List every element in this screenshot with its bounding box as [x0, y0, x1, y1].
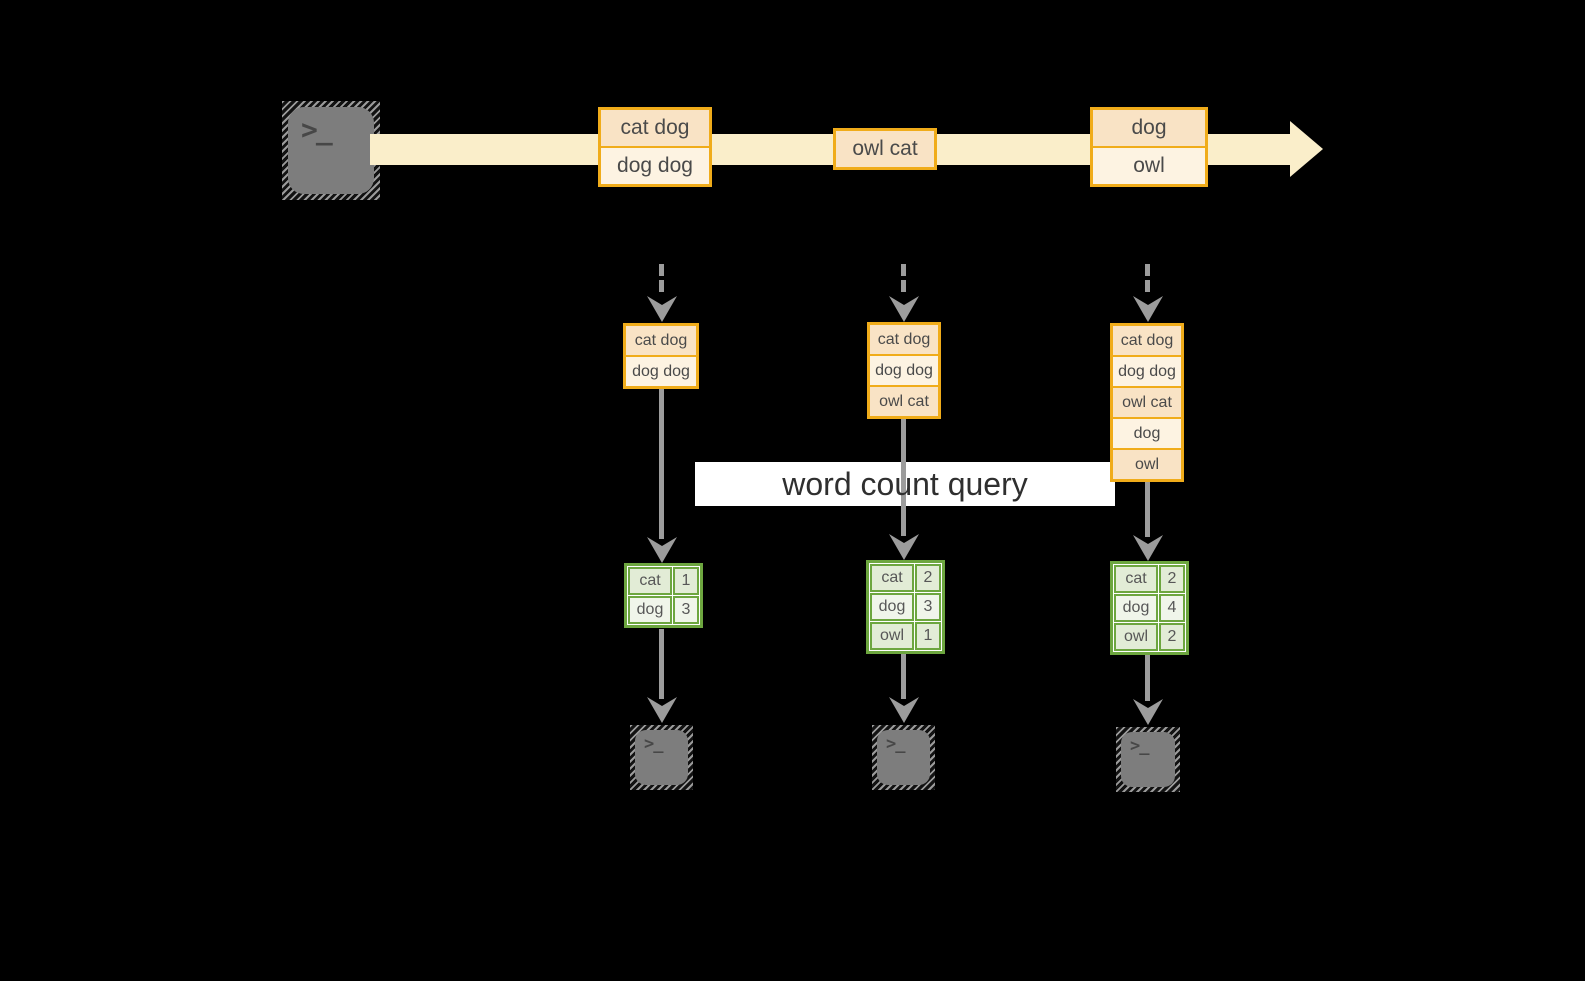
terminal-prompt-icon: >_ [886, 734, 906, 754]
arrow-down-icon [647, 537, 677, 563]
arrow-down-icon [1133, 699, 1163, 725]
count-cell: 2 [915, 564, 941, 592]
arrow-down-icon [889, 296, 919, 322]
word-cell: owl [1114, 623, 1158, 651]
stack-item: owl [1113, 448, 1181, 479]
dashed-arrow-2 [901, 264, 906, 292]
count-cell: 2 [1159, 565, 1185, 593]
dashed-arrow-3 [1145, 264, 1150, 292]
stack-item: dog dog [626, 355, 696, 386]
arrow-table-to-sink-3 [1145, 655, 1150, 701]
word-cell: dog [870, 593, 914, 621]
word-cell: cat [1114, 565, 1158, 593]
terminal-source-icon: >_ [282, 101, 380, 200]
word-cell: dog [628, 596, 672, 624]
query-label: word count query [782, 466, 1028, 502]
arrow-down-icon [647, 296, 677, 322]
stack-item: dog dog [870, 354, 938, 385]
count-cell: 3 [673, 596, 699, 624]
word-cell: owl [870, 622, 914, 650]
arrow-table-to-sink-1 [659, 629, 664, 699]
stream-item: dog [1093, 110, 1205, 146]
arrow-stack-to-table-2 [901, 419, 906, 536]
stream-item: dog dog [601, 146, 709, 184]
terminal-prompt-icon: >_ [301, 113, 333, 146]
word-cell: cat [870, 564, 914, 592]
arrow-stack-to-table-3 [1145, 482, 1150, 537]
terminal-sink-icon-2: >_ [872, 725, 935, 790]
terminal-prompt-icon: >_ [1130, 736, 1150, 756]
count-cell: 1 [915, 622, 941, 650]
arrow-down-icon [889, 534, 919, 560]
terminal-screen: >_ [877, 730, 930, 785]
arrow-down-icon [1133, 535, 1163, 561]
count-cell: 1 [673, 567, 699, 595]
dashed-arrow-1 [659, 264, 664, 292]
count-cell: 2 [1159, 623, 1185, 651]
terminal-screen: >_ [1121, 732, 1175, 787]
arrow-down-icon [1133, 296, 1163, 322]
terminal-screen: >_ [288, 107, 374, 194]
stream-item: owl cat [836, 131, 934, 167]
terminal-sink-icon-1: >_ [630, 725, 693, 790]
stack-item: cat dog [870, 325, 938, 354]
terminal-screen: >_ [635, 730, 688, 785]
stream-item: owl [1093, 146, 1205, 184]
terminal-sink-icon-3: >_ [1116, 727, 1180, 792]
arrow-table-to-sink-2 [901, 654, 906, 699]
stack-item: cat dog [1113, 326, 1181, 355]
stack-item: owl cat [1113, 386, 1181, 417]
word-cell: cat [628, 567, 672, 595]
stack-item: dog dog [1113, 355, 1181, 386]
arrow-stack-to-table-1 [659, 389, 664, 539]
stream-arrow-head-icon [1290, 121, 1323, 177]
arrow-down-icon [647, 697, 677, 723]
arrow-down-icon [889, 697, 919, 723]
word-cell: dog [1114, 594, 1158, 622]
terminal-prompt-icon: >_ [644, 734, 664, 754]
count-cell: 3 [915, 593, 941, 621]
stack-item: cat dog [626, 326, 696, 355]
stack-item: dog [1113, 417, 1181, 448]
stream-item: cat dog [601, 110, 709, 146]
stack-item: owl cat [870, 385, 938, 416]
count-cell: 4 [1159, 594, 1185, 622]
stream-batch-2: owl cat [833, 128, 937, 170]
